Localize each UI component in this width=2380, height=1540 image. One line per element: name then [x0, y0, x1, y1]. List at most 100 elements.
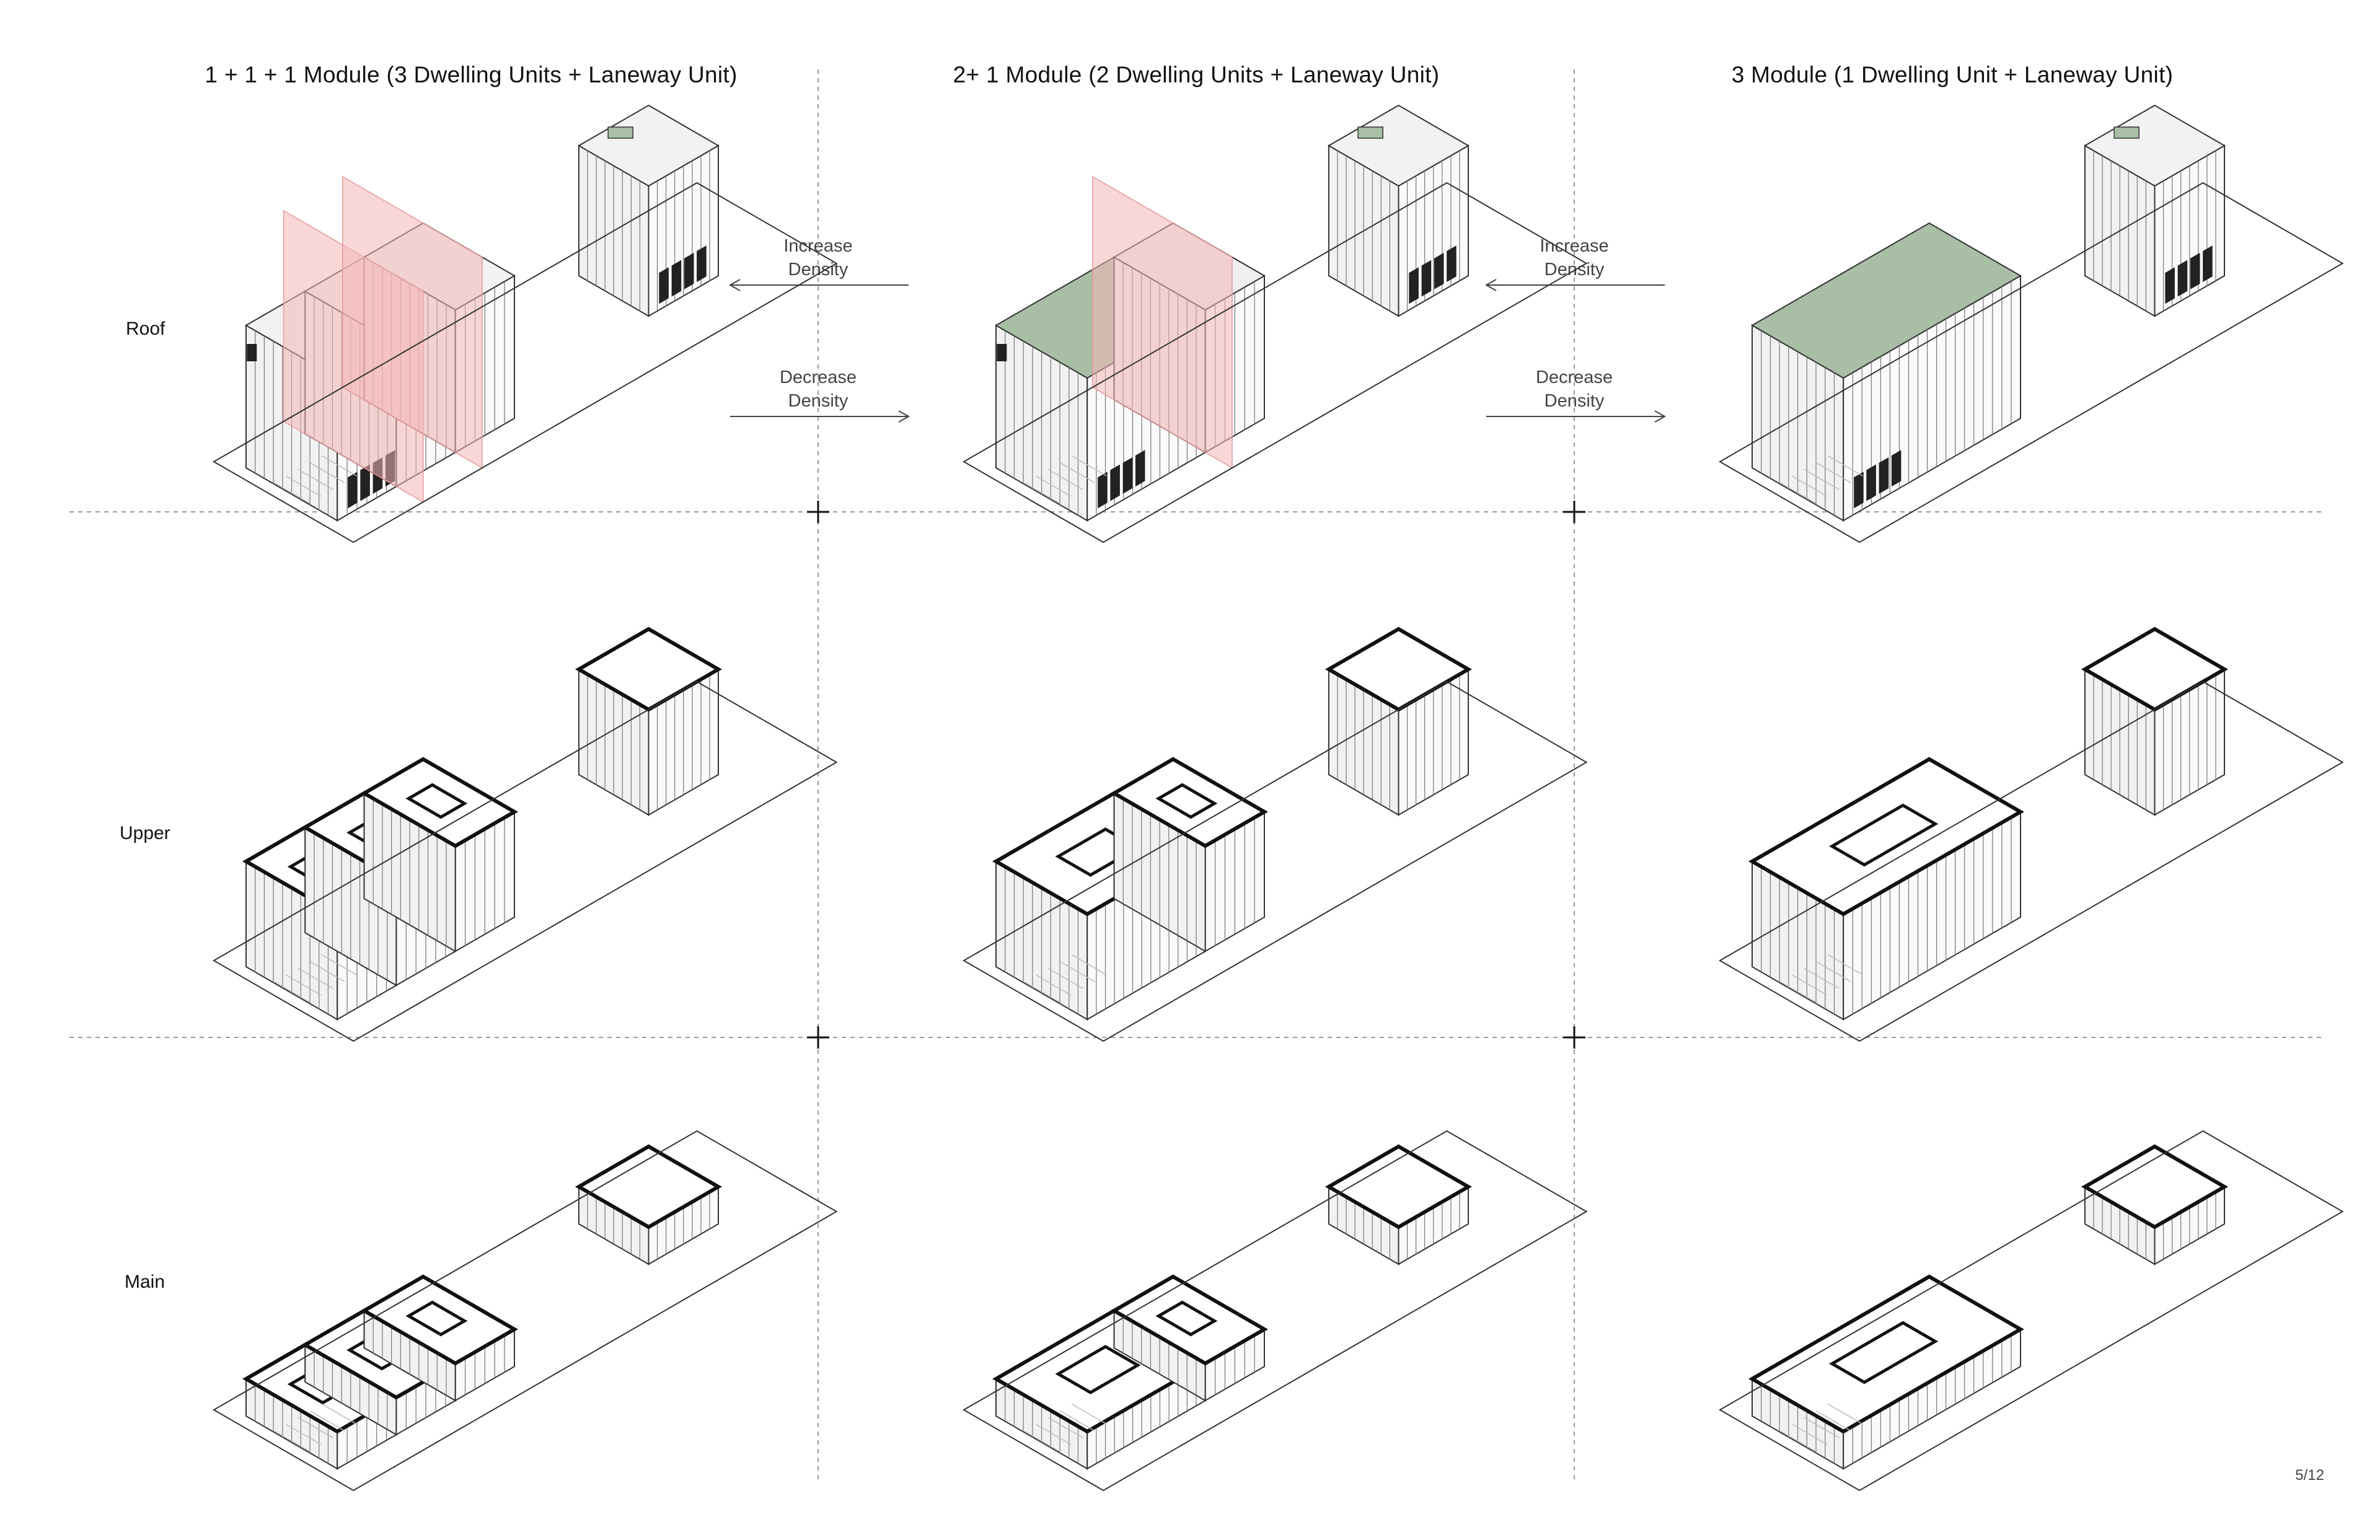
- walkway-paver: [1780, 981, 1816, 1003]
- lot-outline: [962, 1130, 1588, 1492]
- laneway-cut-wall: [575, 1144, 722, 1230]
- roof-isometric-2: [995, 104, 1470, 522]
- window: [1110, 464, 1120, 501]
- main-plan-isometric-2: [992, 1144, 1472, 1470]
- window: [1421, 260, 1432, 297]
- stair-core: [1828, 1321, 1939, 1384]
- walkway-paver: [1792, 974, 1828, 996]
- window: [1135, 450, 1145, 487]
- dwelling-module-cut: [363, 758, 516, 953]
- walkway-paver: [286, 475, 322, 497]
- laneway-unit-cut: [1327, 1145, 1470, 1265]
- laneway-unit-cut: [577, 1145, 720, 1265]
- walkway-paver: [321, 954, 357, 975]
- walkway-paver: [1047, 967, 1083, 989]
- cut-wall: [1748, 1274, 2025, 1434]
- walkway-paver: [286, 1423, 322, 1445]
- walkway-paver: [1024, 981, 1060, 1003]
- walkway-paver: [274, 981, 310, 1003]
- walkway-paver: [1780, 482, 1816, 504]
- lot-outline: [962, 182, 1588, 543]
- increase-density-label-2: Increase Density: [1540, 236, 1609, 279]
- walkway-paver: [1071, 455, 1107, 477]
- walkway-paver: [1047, 1417, 1083, 1438]
- walkway-paver: [321, 1403, 357, 1425]
- laneway-cut-wall: [1324, 1144, 1472, 1230]
- walkway-paver: [1047, 469, 1083, 490]
- walkway-paver: [1827, 455, 1863, 477]
- main-plan-isometric-3: [1748, 1144, 2228, 1470]
- walkway-paver: [1071, 954, 1107, 975]
- window: [348, 472, 358, 509]
- crosshair-mark: [1563, 1026, 1585, 1049]
- walkway-paver: [298, 469, 333, 490]
- window: [1866, 464, 1876, 501]
- decrease-density-arrow-2-head: [1654, 410, 1667, 423]
- window: [1891, 450, 1902, 487]
- walkway-paver: [1780, 1430, 1816, 1452]
- walkway-paver: [298, 1417, 333, 1438]
- walkway-paver: [1059, 462, 1095, 483]
- laneway-unit-cut: [2083, 1145, 2226, 1265]
- window: [1879, 457, 1889, 494]
- walkway-paver: [1036, 475, 1072, 497]
- crosshair-mark: [1563, 501, 1585, 523]
- laneway-cut-wall: [2081, 1144, 2228, 1230]
- window: [2165, 267, 2175, 304]
- window: [997, 344, 1007, 361]
- lot-outline: [962, 680, 1588, 1042]
- upper-lot-2: [962, 680, 1588, 1042]
- walkway-paver: [1024, 482, 1060, 504]
- walkway-paver: [298, 967, 333, 989]
- walkway-paver: [1815, 1410, 1851, 1432]
- window: [671, 260, 682, 297]
- skylight: [1357, 126, 1383, 139]
- walkway-paver: [1792, 475, 1828, 497]
- fire-separation-plane: [342, 175, 483, 469]
- cut-wall: [1748, 757, 2025, 917]
- walkway-paver: [1792, 1423, 1828, 1445]
- walkway-paver: [1059, 1410, 1095, 1432]
- stair-core: [1828, 803, 1939, 867]
- lot-outline: [212, 680, 838, 1042]
- upper-plan-isometric-3: [1748, 627, 2228, 1021]
- window: [1122, 457, 1133, 494]
- stair-core: [1155, 1300, 1218, 1337]
- lot-outline: [212, 1130, 838, 1492]
- crosshair-mark: [807, 501, 829, 523]
- row-label-roof: Roof: [126, 319, 165, 339]
- window: [2177, 260, 2188, 297]
- column-title-2: 2+ 1 Module (2 Dwelling Units + Laneway …: [953, 62, 1440, 87]
- cut-wall: [1110, 757, 1269, 848]
- cut-wall: [1110, 1274, 1269, 1366]
- laneway-cut-wall: [575, 627, 722, 712]
- cut-wall: [360, 1274, 519, 1366]
- stair-core: [1055, 1345, 1141, 1394]
- cut-wall: [360, 757, 519, 848]
- walkway-paver: [321, 455, 357, 477]
- walkway-paver: [1071, 1403, 1107, 1425]
- walkway-paver: [1827, 1403, 1863, 1425]
- walkway-paver: [309, 1410, 345, 1432]
- window: [247, 344, 257, 361]
- roof-isometric-3: [1751, 104, 2226, 522]
- window: [2203, 245, 2213, 283]
- lot-outline: [1718, 680, 2344, 1042]
- decrease-density-label-1: Decrease Density: [779, 367, 857, 411]
- window: [2190, 252, 2200, 289]
- walkway-paver: [274, 482, 310, 504]
- window: [360, 464, 370, 501]
- skylight: [607, 126, 633, 139]
- walkway-paver: [286, 974, 322, 996]
- window: [1434, 252, 1444, 289]
- skylight: [2113, 126, 2140, 139]
- dwelling-module-top: [1751, 222, 2022, 379]
- stair-core: [405, 783, 468, 819]
- upper-plan-isometric-1: [242, 627, 722, 1021]
- walkway-paver: [1804, 469, 1840, 490]
- walkway-paver: [1815, 462, 1851, 483]
- walkway-paver: [309, 961, 345, 982]
- roof-isometric-1: [245, 104, 720, 522]
